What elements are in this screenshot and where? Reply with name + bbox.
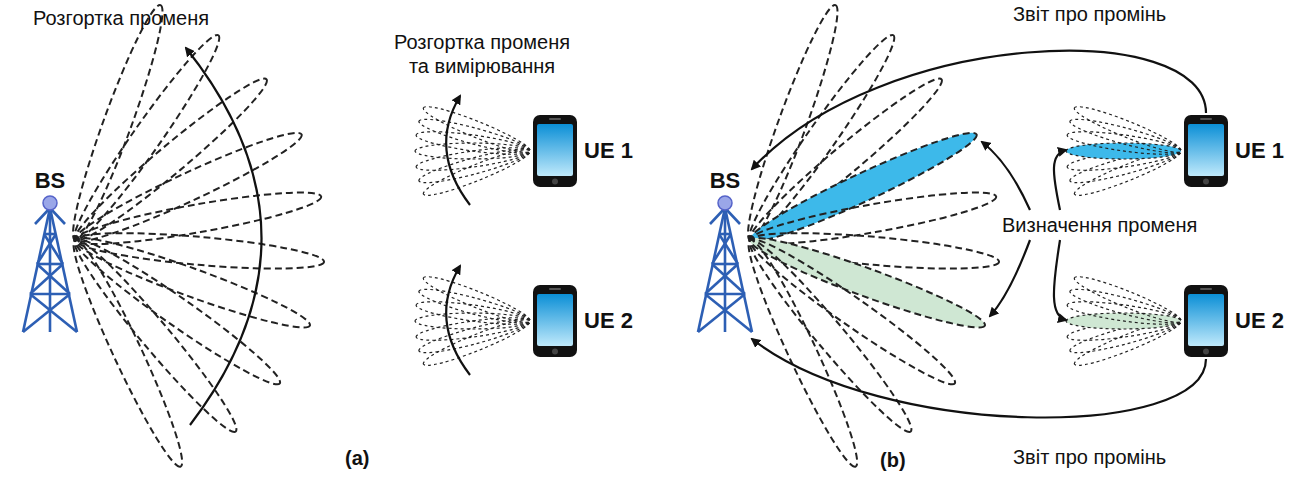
beam-lobe: [415, 143, 531, 175]
sweep-arrow: [1054, 240, 1066, 320]
report-connector: [752, 339, 1206, 417]
user-phone: [1183, 114, 1229, 188]
tower-strut: [705, 293, 745, 296]
node-label: UE 1: [1235, 138, 1284, 164]
beam-lobe: [1066, 313, 1182, 345]
user-equipment: UE 2: [1183, 284, 1288, 358]
user-phone: [1183, 284, 1229, 358]
sweep-arrow: [446, 266, 470, 375]
node-label: UE 2: [1235, 308, 1284, 334]
beam-lobe: [737, 234, 868, 472]
phone-speaker: [549, 288, 561, 290]
beam-lobe: [1066, 297, 1182, 329]
panel-tag: (a): [345, 446, 369, 470]
phone-body: [1184, 285, 1228, 357]
beam-lobe: [1071, 101, 1184, 159]
phone-button: [552, 179, 558, 185]
sweep-arrow: [990, 240, 1030, 316]
phone-speaker: [549, 118, 561, 120]
beam-lobe: [62, 234, 193, 472]
tower-strut: [724, 208, 727, 332]
beam-lobe: [415, 127, 531, 159]
tower-strut: [30, 264, 63, 294]
base-station-tower: [690, 194, 760, 334]
phone-button: [1203, 349, 1209, 355]
tower-strut: [23, 294, 70, 332]
beam-lobe: [742, 229, 963, 395]
beam-lobe: [420, 101, 533, 159]
beam-lobe: [415, 297, 531, 329]
connector-label: Звіт про промінь: [1010, 3, 1169, 26]
beam-lobe: [67, 229, 288, 395]
beam-lobe: [420, 271, 533, 329]
user-equipment: UE 2: [532, 284, 637, 358]
phone-body: [1184, 115, 1228, 187]
annotation: Визначення променя: [1002, 213, 1197, 237]
tower-strut: [37, 264, 70, 294]
antenna-ball: [43, 196, 57, 210]
node-label: UE 2: [584, 308, 633, 334]
sweep-arrow: [982, 142, 1030, 210]
sweep-arrow: [1054, 150, 1066, 210]
phone-screen: [1188, 124, 1224, 176]
node-label: BS: [35, 168, 66, 194]
beam-lobe: [1066, 127, 1182, 159]
beam-lobe: [1068, 284, 1183, 329]
antenna-ball: [718, 196, 732, 210]
phone-screen: [537, 294, 573, 346]
beam-lobe: [417, 114, 532, 159]
phone-screen: [537, 124, 573, 176]
base-station-tower: [15, 194, 85, 334]
beam-lobe: [1071, 271, 1184, 329]
sweep-arrow: [446, 96, 470, 205]
tower-strut: [49, 208, 52, 332]
user-phone: [532, 114, 578, 188]
annotation: Розгортка променя: [33, 6, 209, 30]
base-station: BS: [690, 168, 760, 340]
annotation: Розгортка променя та вимірювання: [382, 30, 582, 78]
connector-label: Звіт про промінь: [1010, 446, 1169, 469]
sweep-arrow: [186, 48, 262, 425]
phone-screen: [1188, 294, 1224, 346]
report-connector: [752, 51, 1206, 169]
tower-strut: [37, 263, 63, 266]
node-label: UE 1: [584, 138, 633, 164]
tower-strut: [705, 294, 752, 332]
node-label: BS: [710, 168, 741, 194]
tower-strut: [712, 234, 731, 264]
beam-lobe: [1068, 114, 1183, 159]
beam-lobe: [64, 231, 246, 441]
phone-button: [1203, 179, 1209, 185]
phone-body: [533, 115, 577, 187]
beam-lobe: [1066, 143, 1182, 175]
base-station: BS: [15, 168, 85, 340]
user-equipment: UE 1: [1183, 114, 1288, 188]
tower-strut: [698, 294, 745, 332]
phone-button: [552, 349, 558, 355]
panel-tag: (b): [880, 448, 906, 472]
phone-body: [533, 285, 577, 357]
beam-lobe: [417, 284, 532, 329]
tower-strut: [37, 234, 56, 264]
tower-strut: [705, 264, 738, 294]
tower-strut: [30, 294, 77, 332]
phone-speaker: [1200, 288, 1212, 290]
user-equipment: UE 1: [532, 114, 637, 188]
tower-strut: [712, 264, 745, 294]
tower-strut: [30, 293, 70, 296]
beam-lobe: [739, 231, 921, 441]
tower-strut: [712, 263, 738, 266]
user-phone: [532, 284, 578, 358]
phone-speaker: [1200, 118, 1212, 120]
beam-lobe: [415, 313, 531, 345]
